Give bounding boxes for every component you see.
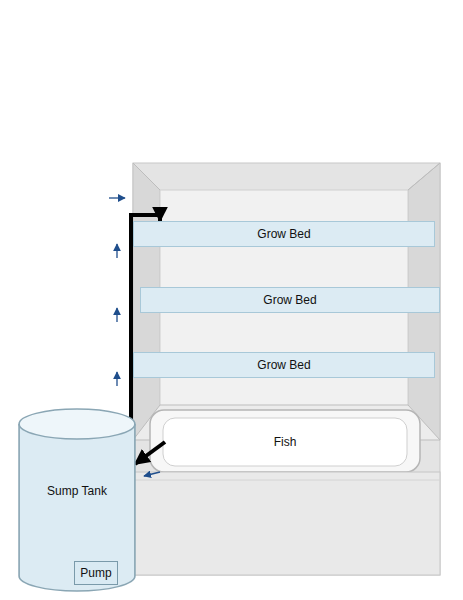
node-label: Sump Tank [18, 484, 136, 498]
pump-box: Pump [74, 561, 118, 585]
node-label: Fish [274, 435, 297, 449]
grow-bed: Grow Bed [133, 352, 435, 378]
grow-bed: Grow Bed [140, 287, 440, 313]
water-pipe [135, 442, 165, 464]
node-label: Grow Bed [263, 293, 316, 307]
grow-bed: Grow Bed [133, 221, 435, 247]
node-label: Grow Bed [257, 227, 310, 241]
fish-tub: Fish [165, 420, 405, 464]
node-label: Grow Bed [257, 358, 310, 372]
sump-tank: Sump TankPump [18, 408, 136, 592]
node-label: Pump [80, 566, 111, 580]
